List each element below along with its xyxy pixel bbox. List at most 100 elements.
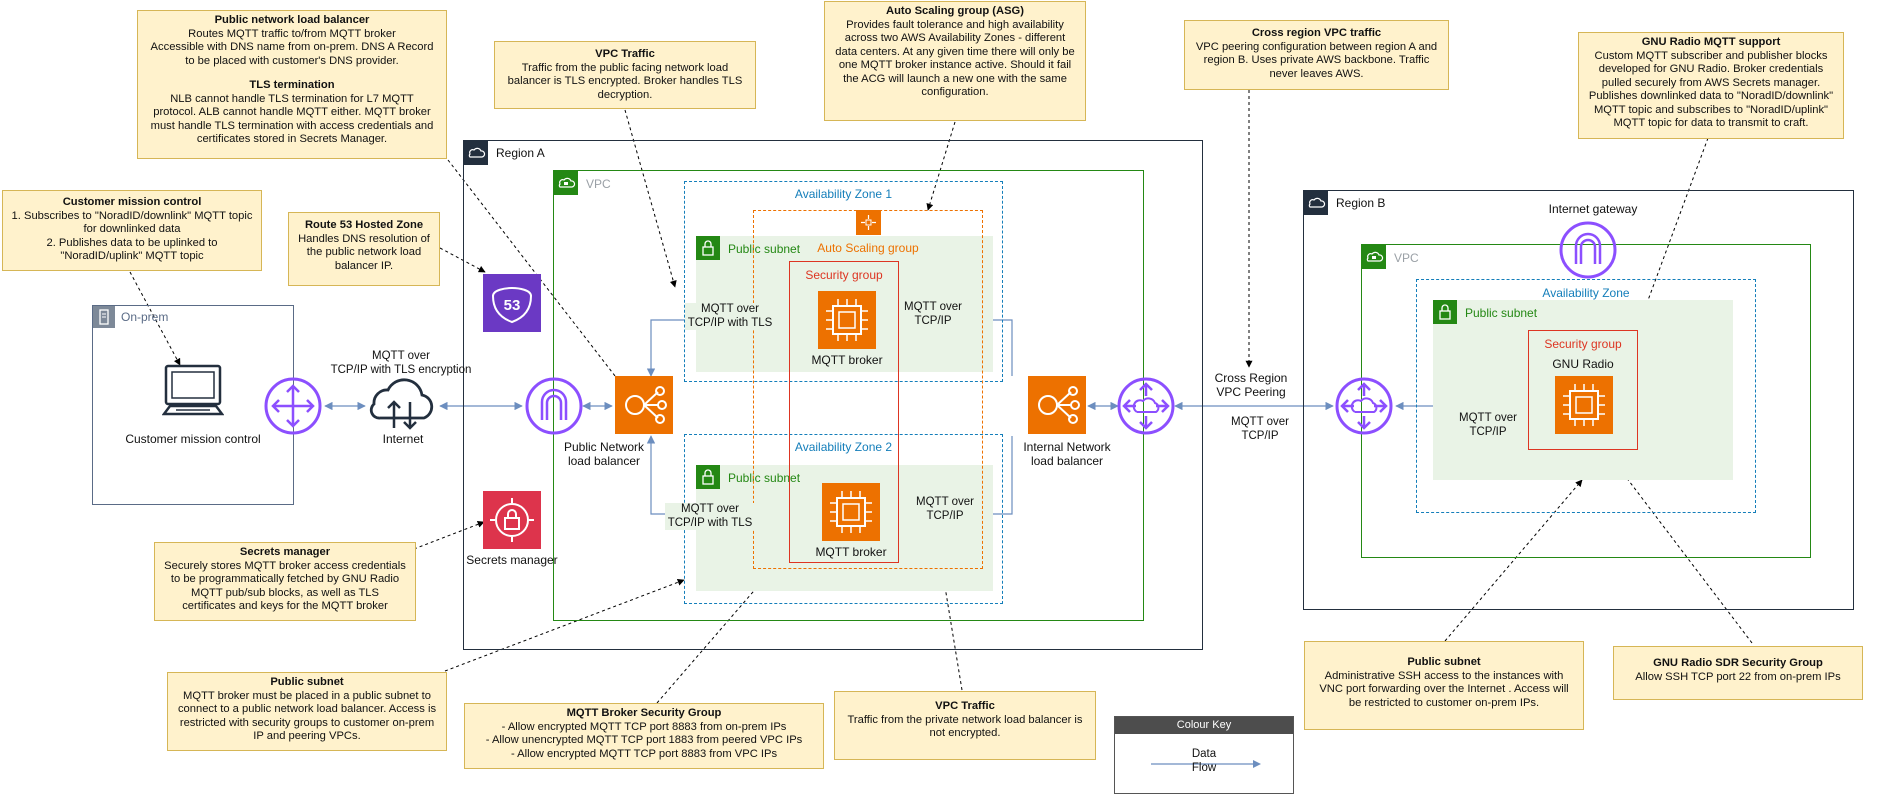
sg-a-label: Security group bbox=[805, 268, 883, 282]
broker2-label: MQTT broker bbox=[815, 545, 887, 559]
note-asg: Auto Scaling group (ASG) Provides fault … bbox=[824, 1, 1086, 121]
note-body: Provides fault tolerance and high availa… bbox=[835, 18, 1075, 99]
note-title: VPC Traffic bbox=[935, 700, 995, 712]
note-title: MQTT Broker Security Group bbox=[566, 707, 722, 719]
az1-group: Availability Zone 1 bbox=[684, 181, 1003, 382]
pointer-vpc-traffic2-note bbox=[931, 519, 963, 691]
onprem-router-icon bbox=[264, 377, 322, 435]
customer-label: Customer mission control bbox=[125, 432, 261, 446]
igw-label: Internet gateway bbox=[1548, 202, 1638, 216]
edge-label-az2-tcp: MQTT over TCP/IP bbox=[912, 496, 978, 523]
regionb-router-icon bbox=[1335, 377, 1393, 435]
pointer-route53-note bbox=[439, 247, 486, 273]
note-title: VPC Traffic bbox=[595, 48, 655, 60]
note-cross-region: Cross region VPC traffic VPC peering con… bbox=[1184, 20, 1449, 90]
region-cloud-icon bbox=[1304, 191, 1328, 215]
note-route53: Route 53 Hosted Zone Handles DNS resolut… bbox=[288, 212, 440, 286]
svg-text:53: 53 bbox=[504, 297, 521, 314]
note-body: Traffic from the public facing network l… bbox=[507, 61, 743, 101]
vpc-b-label: VPC bbox=[1394, 251, 1419, 265]
peering-router-icon bbox=[1117, 377, 1175, 435]
security-group-a: Security group bbox=[789, 261, 899, 563]
public-nlb-icon bbox=[615, 376, 673, 434]
edge-label-peering-tcp: MQTT over TCP/IP bbox=[1231, 416, 1289, 442]
note-title: Cross region VPC traffic bbox=[1251, 27, 1382, 39]
subnet-a2-label: Public subnet bbox=[728, 471, 801, 485]
pointer-gnu-sg-note bbox=[1606, 451, 1753, 644]
internet-gateway-icon bbox=[1559, 221, 1617, 279]
subnet-b-label: Public subnet bbox=[1465, 306, 1538, 320]
vpc-a-label: VPC bbox=[586, 177, 611, 191]
gnu-radio-instance-icon bbox=[1555, 376, 1613, 434]
note-title: Secrets manager bbox=[239, 546, 331, 558]
note-body: MQTT broker must be placed in a public s… bbox=[177, 689, 437, 743]
server-icon bbox=[93, 306, 115, 328]
pointer-public-subnet-note bbox=[444, 578, 685, 672]
edge-label-az1-tls: MQTT over TCP/IP with TLS bbox=[685, 303, 775, 330]
note-title: Auto Scaling group (ASG) bbox=[886, 5, 1024, 17]
edge-label-gnu-tcp: MQTT over TCP/IP bbox=[1453, 412, 1523, 439]
az-b-group: Availability Zone bbox=[1416, 279, 1756, 513]
note-public-subnet-a: Public subnet MQTT broker must be placed… bbox=[167, 672, 447, 751]
internet-cloud-icon bbox=[369, 378, 434, 430]
pointer-public-subnet-b-note bbox=[1444, 479, 1583, 642]
region-cloud-icon bbox=[464, 141, 488, 165]
region-b-group: Region B bbox=[1303, 190, 1854, 610]
legend-title: Colour Key bbox=[1115, 717, 1293, 734]
note-vpc-traffic-1: VPC Traffic Traffic from the public faci… bbox=[494, 41, 756, 109]
pointer-secrets-note bbox=[413, 521, 485, 550]
az1-label: Availability Zone 1 bbox=[794, 187, 893, 201]
secrets-label: Secrets manager bbox=[466, 553, 558, 567]
auto-scaling-group: Auto Scaling group bbox=[753, 210, 983, 569]
subnet-lock-icon bbox=[1433, 300, 1457, 324]
internal-nlb-icon bbox=[1028, 376, 1086, 434]
internal-nlb-label: Internal Network load balancer bbox=[1023, 440, 1111, 468]
note-body: VPC peering configuration between region… bbox=[1195, 40, 1438, 80]
ec2-instance-icon bbox=[822, 483, 880, 541]
edge-label-az1-tcp: MQTT over TCP/IP bbox=[900, 301, 966, 328]
peering-label: Cross Region VPC Peering bbox=[1214, 371, 1288, 399]
colour-key-legend: Colour Key Data Flow bbox=[1114, 716, 1294, 794]
az2-label: Availability Zone 2 bbox=[794, 440, 893, 454]
note-body: - Allow encrypted MQTT TCP port 8883 fro… bbox=[485, 720, 803, 760]
security-group-b: Security group bbox=[1528, 330, 1638, 450]
note-title: Public subnet bbox=[1407, 656, 1481, 668]
az-b-label: Availability Zone bbox=[1542, 286, 1630, 300]
region-a-label: Region A bbox=[496, 146, 545, 160]
subnet-a1-label: Public subnet bbox=[728, 242, 801, 256]
subnet-lock-icon bbox=[696, 236, 720, 260]
subnet-lock-icon bbox=[696, 465, 720, 489]
note-gnu-mqtt: GNU Radio MQTT support Custom MQTT subsc… bbox=[1578, 32, 1844, 139]
desktop-computer-icon bbox=[162, 364, 224, 416]
note-body: NLB cannot handle TLS termination for L7… bbox=[150, 92, 434, 146]
gnu-radio-label: GNU Radio bbox=[1552, 357, 1614, 371]
ec2-instance-icon bbox=[818, 291, 876, 349]
asg-label: Auto Scaling group bbox=[817, 241, 919, 255]
internet-gateway-icon bbox=[525, 377, 583, 435]
region-a-group: Region A bbox=[463, 140, 1203, 650]
note-title: GNU Radio MQTT support bbox=[1641, 36, 1781, 48]
secrets-manager-icon bbox=[483, 491, 541, 549]
note-title: GNU Radio SDR Security Group bbox=[1653, 657, 1823, 669]
legend-item-label: Data Flow bbox=[1191, 748, 1217, 774]
note-body: Allow SSH TCP port 22 from on-prem IPs bbox=[1635, 670, 1841, 683]
sg-b-label: Security group bbox=[1544, 337, 1622, 351]
note-body: Routes MQTT traffic to/from MQTT broker … bbox=[150, 27, 434, 67]
note-gnu-sg: GNU Radio SDR Security Group Allow SSH T… bbox=[1613, 646, 1863, 700]
onprem-label: On-prem bbox=[121, 310, 169, 324]
note-body: Securely stores MQTT broker access crede… bbox=[164, 559, 406, 613]
vpc-cloud-icon bbox=[1362, 245, 1386, 269]
note-body: Administrative SSH access to the instanc… bbox=[1319, 669, 1569, 709]
note-secrets: Secrets manager Securely stores MQTT bro… bbox=[154, 542, 416, 621]
note-body: Custom MQTT subscriber and publisher blo… bbox=[1588, 49, 1834, 130]
note-title: TLS termination bbox=[249, 79, 335, 91]
internet-label: Internet bbox=[382, 432, 424, 446]
edge-label-internet-tls: MQTT over TCP/IP with TLS encryption bbox=[330, 350, 472, 376]
note-body: 1. Subscribes to "NoradID/downlink" MQTT… bbox=[11, 209, 253, 263]
note-public-subnet-b: Public subnet Administrative SSH access … bbox=[1304, 641, 1584, 730]
note-title: Customer mission control bbox=[62, 196, 202, 208]
edge-label-az2-tls: MQTT over TCP/IP with TLS bbox=[665, 503, 755, 530]
note-body: Traffic from the private network load ba… bbox=[847, 713, 1083, 740]
note-broker-sg: MQTT Broker Security Group - Allow encry… bbox=[464, 703, 824, 769]
note-public-nlb: Public network load balancer Routes MQTT… bbox=[137, 10, 447, 159]
